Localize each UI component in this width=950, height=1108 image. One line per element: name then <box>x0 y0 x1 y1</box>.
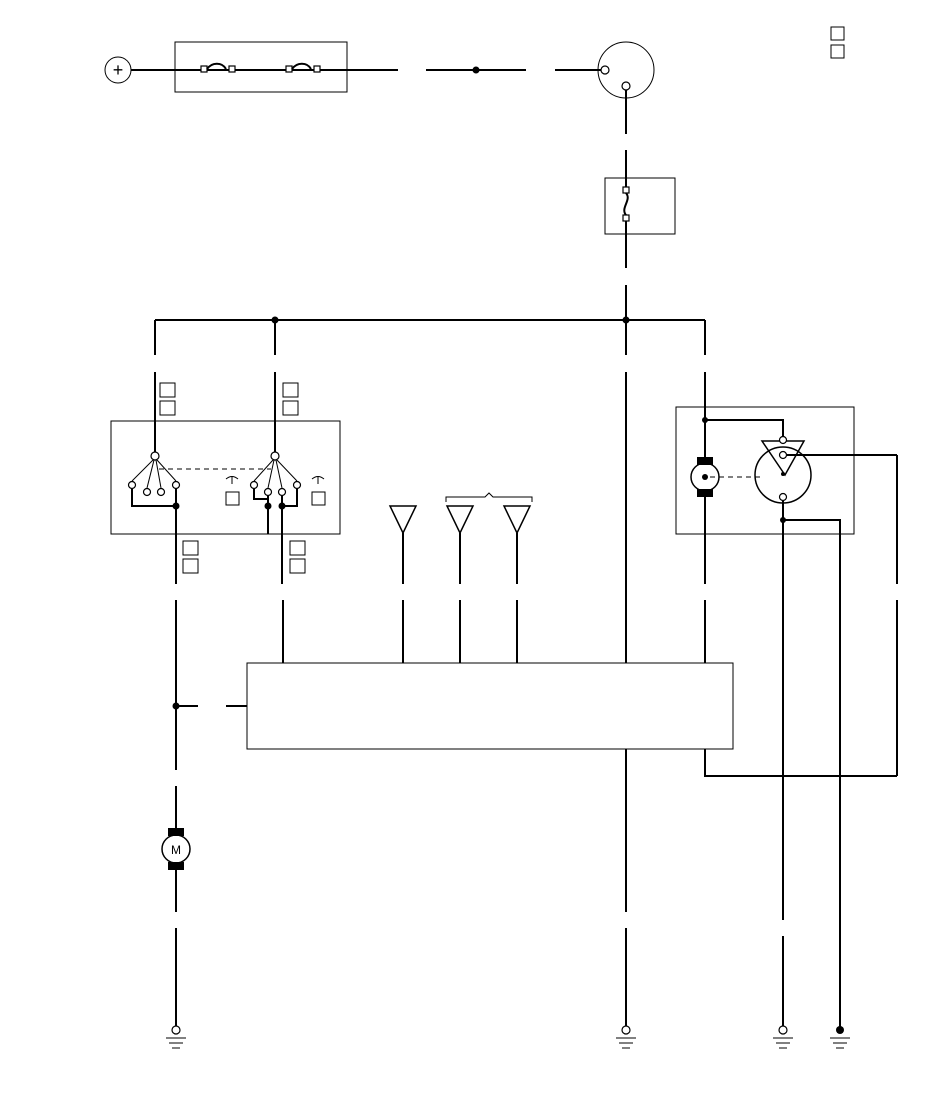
battery: + <box>104 56 132 84</box>
ignition-switch <box>597 41 655 99</box>
cam-switch <box>754 435 897 504</box>
switch-indicator-1 <box>225 476 240 506</box>
fuse-3 <box>622 186 630 222</box>
input-triangle-3 <box>502 505 532 535</box>
junction-dot <box>472 66 480 74</box>
legend-squares <box>830 26 845 59</box>
battery-plus-icon: + <box>113 60 124 80</box>
fuse-block <box>604 177 676 235</box>
control-unit <box>246 662 734 750</box>
wiper-switch-block <box>110 420 341 535</box>
input-brace <box>445 492 533 502</box>
front-wiper-motor: M <box>161 828 191 870</box>
motor-label: M <box>171 843 181 857</box>
input-triangle-2 <box>445 505 475 535</box>
switch-a <box>127 451 181 510</box>
rear-wiper-motor-block <box>675 406 855 535</box>
input-triangle-1 <box>388 505 418 535</box>
ground-1 <box>166 1025 186 1049</box>
fuse-box <box>174 41 348 93</box>
ground-3 <box>773 1025 793 1049</box>
fuse-1 <box>200 62 236 73</box>
fuse-2 <box>285 62 321 73</box>
ground-4 <box>830 1026 850 1049</box>
connector-label-box <box>159 382 176 398</box>
ground-2 <box>616 1025 636 1049</box>
switch-indicator-2 <box>311 476 326 506</box>
switch-b <box>249 451 302 510</box>
